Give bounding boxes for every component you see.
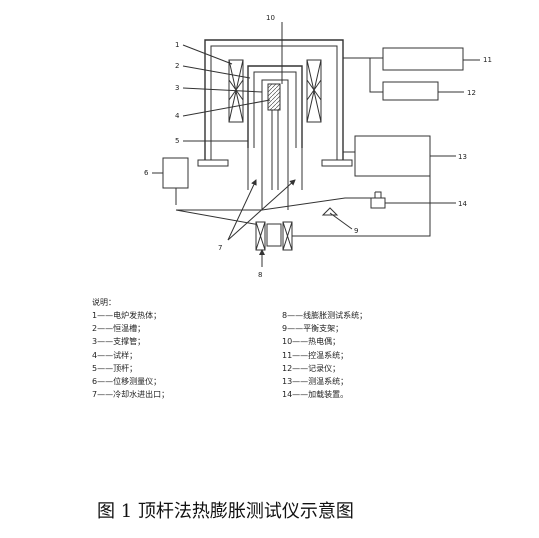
constant-temperature-bath: [247, 65, 303, 148]
temperature-control-system-box: [382, 47, 464, 71]
legend-item: 12——记录仪；: [282, 363, 341, 373]
legend-column-left: 1——电炉发热体； 2——恒温槽； 3——支撑管； 4——试样； 5——顶杆； …: [92, 309, 169, 401]
label-7: 7: [218, 244, 222, 252]
recorder-box: [382, 81, 439, 101]
legend-item: 8——线膨胀测试系统；: [282, 311, 368, 320]
temperature-measurement-box: [354, 135, 431, 177]
legend-item: 7——冷却水进出口；: [92, 390, 170, 400]
balance-support: [321, 207, 339, 216]
legend-item: 14——加载装置。: [282, 390, 349, 400]
label-9: 9: [354, 227, 358, 235]
legend-item: 6——位移测量仪；: [92, 377, 162, 387]
label-8: 8: [258, 271, 262, 279]
label-13: 13: [458, 153, 467, 161]
furnace-left-foot: [197, 159, 229, 167]
label-4: 4: [175, 112, 180, 120]
label-11: 11: [483, 56, 492, 64]
label-14: 14: [458, 200, 467, 208]
legend-item: 2——恒温槽；: [92, 324, 146, 334]
legend-item: 5——顶杆；: [92, 363, 138, 373]
label-2: 2: [175, 62, 179, 70]
legend-title: 说明：: [92, 298, 116, 307]
balance-frame: [176, 197, 372, 211]
support-tube: [261, 79, 289, 190]
push-rod: [271, 110, 279, 190]
displacement-meter: [162, 157, 189, 189]
label-3: 3: [175, 84, 179, 92]
label-5: 5: [175, 137, 179, 145]
legend-item: 13——测温系统；: [282, 377, 349, 387]
legend-item: 9——平衡支架；: [282, 324, 344, 334]
sample: [267, 83, 281, 111]
legend-item: 4——试样；: [92, 350, 138, 360]
thermal-expansion-apparatus-diagram: 1 2 3 4 5 6 7 8 9 10 11 12 13 14: [144, 14, 492, 279]
label-10: 10: [266, 14, 275, 22]
legend-column-right: 8——线膨胀测试系统； 9——平衡支架； 10——热电偶； 11——控温系统； …: [282, 309, 367, 401]
legend-item: 3——支撑管；: [92, 337, 146, 347]
linear-expansion-core: [266, 223, 282, 247]
loading-device: [370, 197, 386, 209]
legend-item: 11——控温系统；: [282, 350, 349, 360]
legend-item: 10——热电偶；: [282, 337, 341, 347]
figure-caption: 图 1 顶杆法热膨胀测试仪示意图: [97, 501, 354, 522]
legend-item: 1——电炉发热体；: [92, 311, 162, 320]
label-6: 6: [144, 169, 149, 177]
furnace-right-foot: [321, 159, 353, 167]
label-1: 1: [175, 41, 179, 49]
furnace-outer-frame: [204, 39, 344, 160]
label-12: 12: [467, 89, 476, 97]
